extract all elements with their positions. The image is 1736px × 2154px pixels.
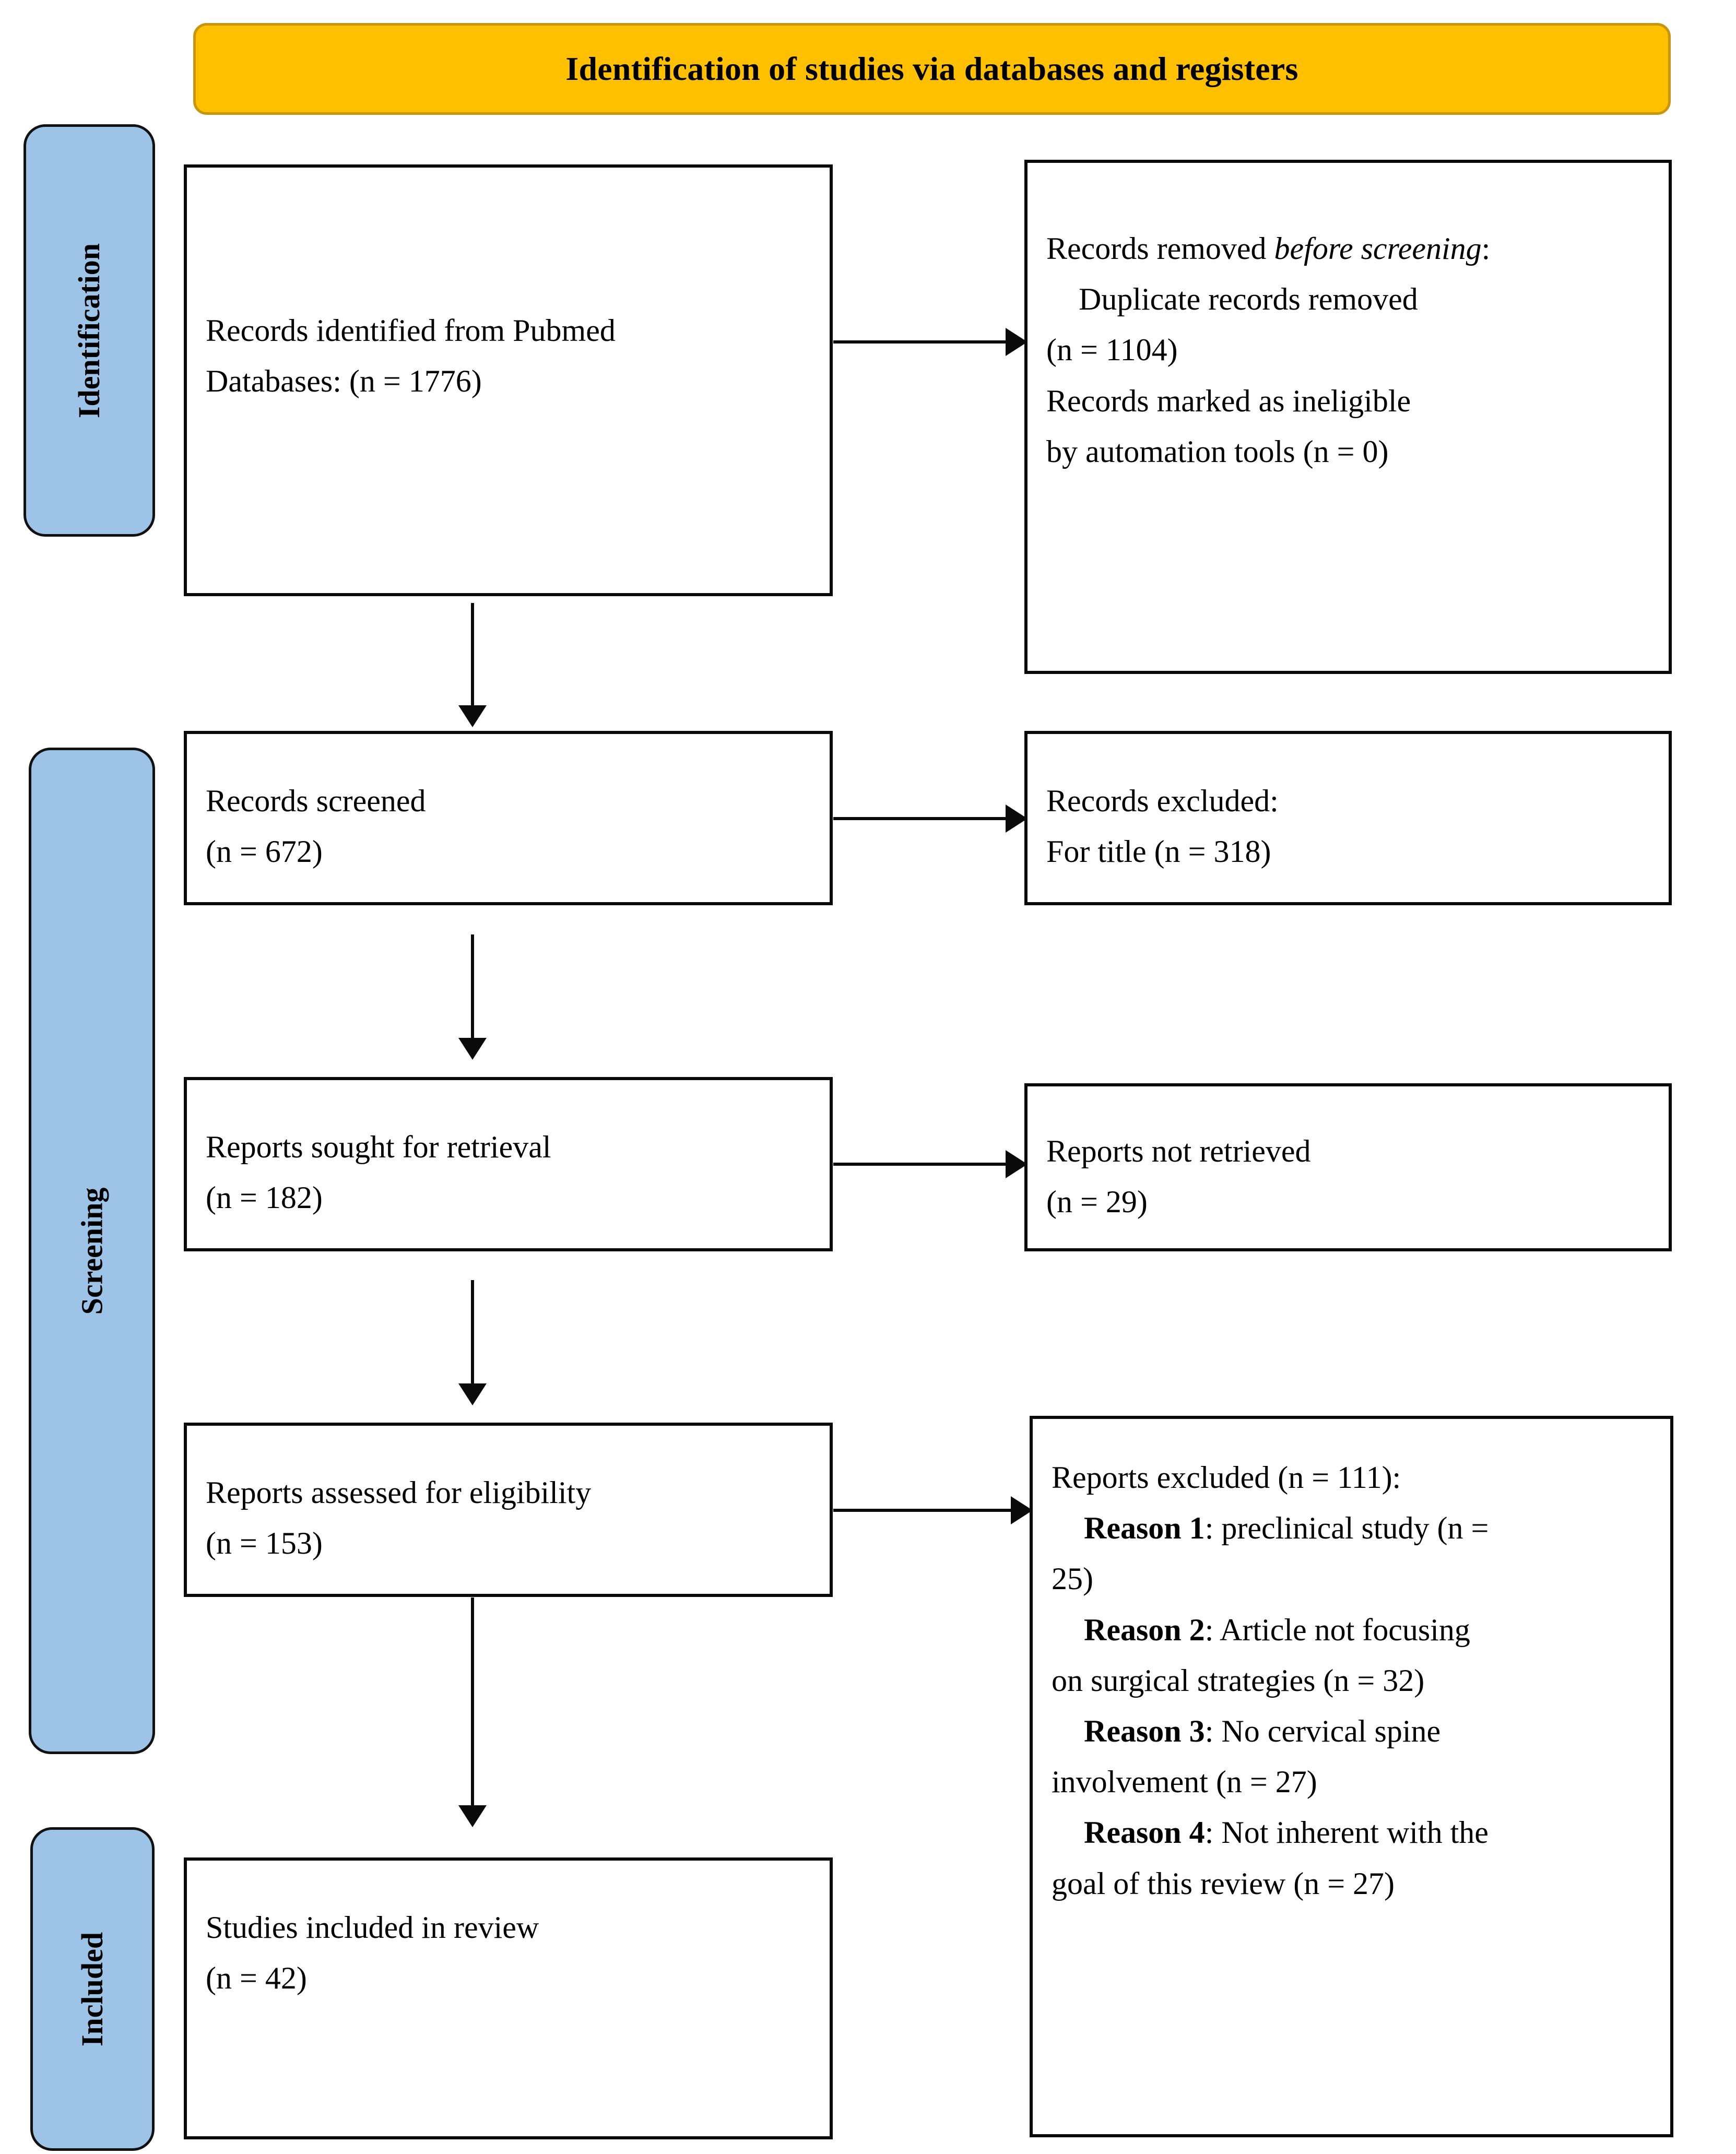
reason-4-label: Reason 4	[1084, 1815, 1205, 1850]
records-screened-line2: (n = 672)	[206, 834, 323, 869]
reports-not-retrieved-line1: Reports not retrieved	[1046, 1134, 1311, 1168]
records-identified-line1: Records identified from Pubmed	[206, 313, 616, 348]
records-screened-line1: Records screened	[206, 784, 426, 818]
diagram-banner: Identification of studies via databases …	[193, 23, 1671, 115]
arrow-identified-to-screened	[454, 603, 491, 727]
reason-3-line1: Reason 3: No cervical spine	[1052, 1706, 1651, 1757]
duplicate-records-removed-line1: Duplicate records removed	[1079, 282, 1418, 317]
banner-title: Identification of studies via databases …	[565, 50, 1298, 87]
reports-assessed-line2: (n = 153)	[206, 1526, 323, 1561]
arrow-head	[458, 705, 487, 727]
arrow-assessed-to-included	[454, 1597, 491, 1827]
records-removed-heading-tail: :	[1481, 231, 1491, 266]
stage-included: Included	[30, 1827, 155, 2151]
arrow-sought-to-not-retrieved	[833, 1135, 1028, 1193]
ineligible-automation-line2: by automation tools (n = 0)	[1046, 434, 1389, 469]
reason-3-line2: involvement (n = 27)	[1052, 1765, 1317, 1800]
records-excluded-line1: Records excluded:	[1046, 784, 1279, 818]
arrow-head	[458, 1038, 487, 1060]
reason-4-line2: goal of this review (n = 27)	[1052, 1866, 1395, 1901]
records-removed-heading-plain: Records removed	[1046, 231, 1274, 266]
arrow-shaft	[471, 1597, 474, 1806]
reports-not-retrieved-line2: (n = 29)	[1046, 1185, 1148, 1220]
records-excluded-line2: For title (n = 318)	[1046, 834, 1271, 869]
stage-screening: Screening	[29, 748, 155, 1754]
stage-screening-label: Screening	[75, 1187, 109, 1315]
arrow-shaft	[471, 603, 474, 706]
reports-sought-line1: Reports sought for retrieval	[206, 1130, 551, 1164]
arrow-sought-to-assessed	[454, 1280, 491, 1405]
reason-1-line1: Reason 1: preclinical study (n =	[1052, 1503, 1651, 1554]
reason-1-label: Reason 1	[1084, 1511, 1205, 1546]
box-reports-not-retrieved: Reports not retrieved (n = 29)	[1024, 1083, 1672, 1251]
records-identified-line2: Databases: (n = 1776)	[206, 364, 482, 399]
reports-assessed-line1: Reports assessed for eligibility	[206, 1475, 592, 1510]
box-records-identified: Records identified from Pubmed Databases…	[184, 164, 833, 596]
arrow-head	[1006, 1150, 1028, 1178]
stage-identification-label: Identification	[72, 243, 107, 418]
ineligible-automation-line1: Records marked as ineligible	[1046, 383, 1411, 418]
records-removed-heading: Records removed before screening:	[1046, 223, 1650, 274]
reason-1-line2: 25)	[1052, 1561, 1093, 1596]
arrow-shaft	[471, 934, 474, 1039]
arrow-assessed-to-excluded	[833, 1482, 1033, 1539]
reason-3-label: Reason 3	[1084, 1713, 1205, 1748]
arrow-head	[1006, 804, 1028, 833]
box-records-removed-before-screening: Records removed before screening: Duplic…	[1024, 160, 1672, 674]
arrow-head	[458, 1383, 487, 1405]
arrow-screened-to-sought	[454, 934, 491, 1060]
records-removed-heading-italic: before screening	[1274, 231, 1482, 266]
arrow-shaft	[833, 340, 1007, 344]
studies-included-line1: Studies included in review	[206, 1910, 539, 1945]
reports-sought-line2: (n = 182)	[206, 1180, 323, 1215]
box-records-excluded: Records excluded: For title (n = 318)	[1024, 731, 1672, 905]
arrow-screened-to-excluded	[833, 790, 1028, 847]
box-reports-sought-for-retrieval: Reports sought for retrieval (n = 182)	[184, 1077, 833, 1251]
arrow-head	[1006, 328, 1028, 356]
stage-included-label: Included	[75, 1932, 110, 2046]
duplicate-records-removed-line2: (n = 1104)	[1046, 333, 1178, 368]
arrow-identified-to-removed	[833, 313, 1028, 371]
reason-2-text: : Article not focusing	[1204, 1612, 1470, 1647]
reason-3-text: : No cervical spine	[1204, 1713, 1441, 1748]
stage-identification: Identification	[23, 124, 155, 537]
reports-excluded-heading: Reports excluded (n = 111):	[1052, 1460, 1401, 1495]
reason-2-line2: on surgical strategies (n = 32)	[1052, 1663, 1425, 1698]
arrow-shaft	[471, 1280, 474, 1384]
box-reports-excluded-reasons: Reports excluded (n = 111): Reason 1: pr…	[1030, 1416, 1673, 2137]
reason-4-line1: Reason 4: Not inherent with the	[1052, 1807, 1651, 1858]
arrow-shaft	[833, 817, 1007, 820]
arrow-shaft	[833, 1509, 1012, 1512]
reason-2-label: Reason 2	[1084, 1612, 1205, 1647]
reason-2-line1: Reason 2: Article not focusing	[1052, 1605, 1651, 1655]
arrow-head	[1011, 1496, 1033, 1524]
box-studies-included-in-review: Studies included in review (n = 42)	[184, 1857, 833, 2139]
reason-1-text: : preclinical study (n =	[1204, 1511, 1489, 1546]
arrow-head	[458, 1805, 487, 1827]
box-reports-assessed-for-eligibility: Reports assessed for eligibility (n = 15…	[184, 1423, 833, 1597]
box-records-screened: Records screened (n = 672)	[184, 731, 833, 905]
reason-4-text: : Not inherent with the	[1204, 1815, 1489, 1850]
arrow-shaft	[833, 1163, 1007, 1166]
studies-included-line2: (n = 42)	[206, 1961, 307, 1996]
